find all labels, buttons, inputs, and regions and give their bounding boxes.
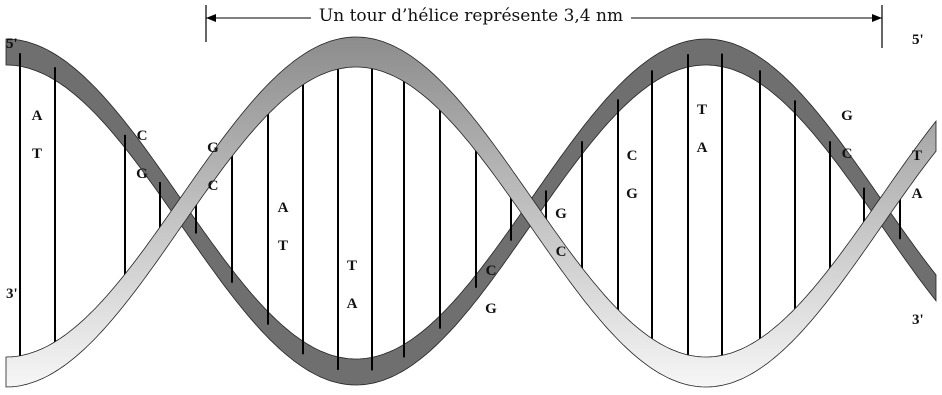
base-letter-bottom: C <box>841 146 853 162</box>
base-letter-bottom: G <box>485 301 497 317</box>
strand-end-5prime-left: 5' <box>6 36 18 52</box>
base-letter-bottom: C <box>207 178 219 194</box>
base-letter-top: G <box>555 206 567 222</box>
base-pair-rungs <box>19 53 901 371</box>
base-letter-top: C <box>485 263 497 279</box>
strand-end-5prime-right: 5' <box>912 32 924 48</box>
base-letter-top: T <box>346 258 357 274</box>
base-letter-top: T <box>696 102 707 118</box>
dark-strand-segment <box>5 38 937 386</box>
base-letter-bottom: A <box>696 140 708 156</box>
base-letter-bottom: C <box>555 244 567 260</box>
base-letter-top: A <box>31 108 43 124</box>
base-letter-top: G <box>841 108 853 124</box>
base-letter-top: T <box>911 148 922 164</box>
strand-end-3prime-left: 3' <box>6 286 18 302</box>
base-letter-bottom: T <box>277 238 288 254</box>
turn-length-caption: Un tour d’hélice représente 3,4 nm <box>0 6 942 26</box>
base-letter-bottom: A <box>911 186 923 202</box>
base-letter-bottom: T <box>31 146 42 162</box>
light-strand-ribbon <box>5 36 937 388</box>
base-letter-bottom: G <box>626 186 638 202</box>
strand-end-3prime-right: 3' <box>912 312 924 328</box>
base-letter-top: C <box>626 148 638 164</box>
turn-length-arrow <box>205 5 883 48</box>
base-letter-top: C <box>136 128 148 144</box>
base-letter-top: A <box>277 200 289 216</box>
dark-strand-ribbon <box>5 38 937 386</box>
base-letter-bottom: G <box>136 166 148 182</box>
base-letter-bottom: A <box>346 296 358 312</box>
light-strand-segment <box>5 36 937 388</box>
base-letter-top: G <box>207 140 219 156</box>
